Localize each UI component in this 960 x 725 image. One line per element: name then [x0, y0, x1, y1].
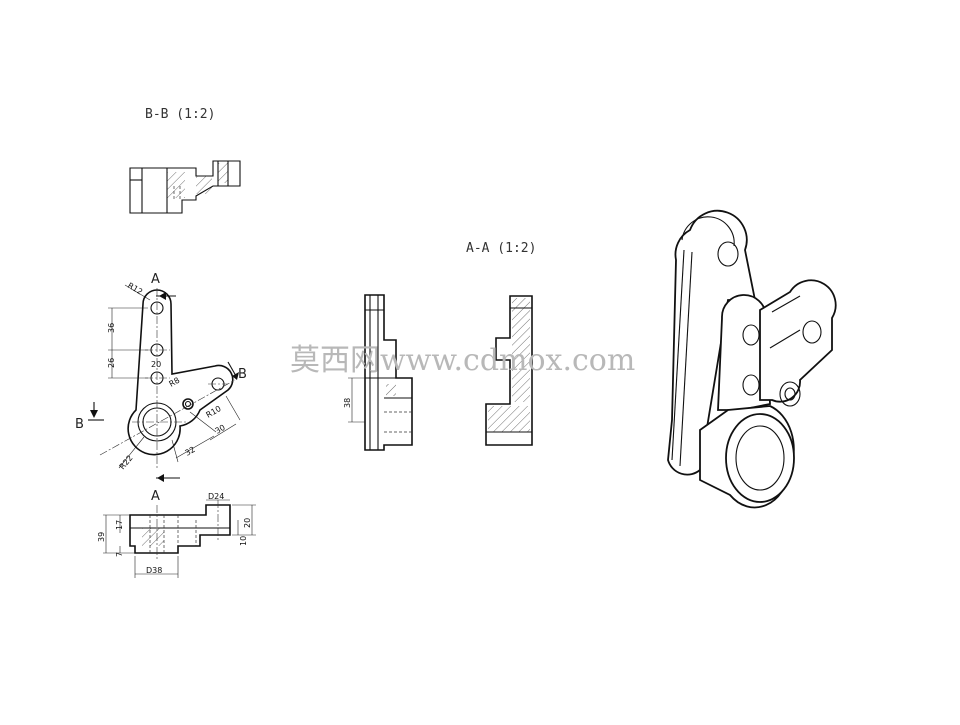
section-a-label-top: A — [151, 272, 160, 287]
section-b-label-left: B — [75, 417, 84, 432]
dim-20-right: 20 — [243, 518, 252, 528]
section-aa-view: A-A (1:2) 38 — [343, 241, 536, 451]
dim-30: 30 — [214, 423, 227, 436]
dim-d38-bottom: D38 — [146, 566, 162, 575]
dim-r8: R8 — [168, 376, 182, 389]
dim-17: 17 — [115, 520, 124, 530]
dim-d24: D24 — [208, 492, 224, 501]
watermark-text: 莫西网www.cdmox.com — [290, 343, 635, 378]
bb-hatch-right — [218, 163, 228, 183]
iso-arm — [759, 279, 837, 403]
isometric-view — [667, 209, 837, 509]
dim-7: 7 — [115, 552, 124, 557]
dim-39: 39 — [97, 532, 106, 542]
dim-10: 10 — [239, 536, 248, 546]
dim-20: 20 — [151, 360, 161, 369]
section-b-label-right: B — [238, 367, 247, 382]
bottom-elevation-view: D24 39 17 7 D38 10 20 — [97, 492, 256, 578]
section-aa-title: A-A (1:2) — [466, 241, 536, 256]
dim-32: 32 — [184, 445, 197, 458]
dim-r12: R12 — [126, 281, 144, 297]
bottom-outline — [129, 504, 231, 554]
dim-r10: R10 — [205, 404, 223, 420]
bb-hatch-mid — [196, 176, 212, 194]
dim-38-section: 38 — [343, 398, 352, 408]
section-bb-title: B-B (1:2) — [145, 107, 215, 122]
bb-hatch-left — [167, 172, 185, 198]
section-a-label-bottom: A — [151, 489, 160, 504]
dim-r22: R22 — [118, 453, 135, 471]
aa-right-section — [485, 295, 533, 446]
dim-26: 26 — [107, 358, 116, 368]
main-plan-view: A A B B 36 2 — [75, 272, 247, 504]
dim-36: 36 — [107, 323, 116, 333]
arm-outline — [127, 289, 234, 456]
section-bb-view: B-B (1:2) — [129, 107, 241, 214]
